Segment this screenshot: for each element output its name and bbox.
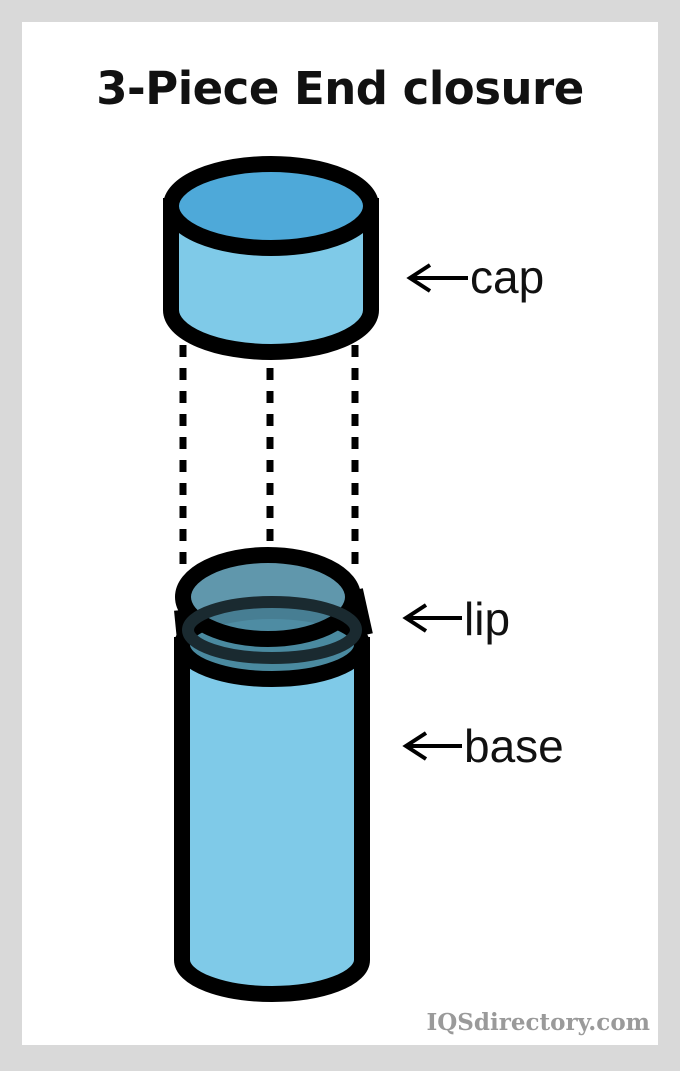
arrow-left-icon [406, 263, 468, 293]
base-shape [174, 603, 370, 1002]
diagram-title: 3-Piece End closure [96, 62, 584, 115]
cap-shape [163, 156, 379, 360]
watermark: IQSdirectory.com [427, 1009, 650, 1036]
base-label: base [464, 720, 564, 772]
lip-shape [174, 547, 373, 664]
arrow-left-icon [402, 731, 462, 761]
cap-label: cap [470, 251, 544, 303]
guide-lines [179, 345, 359, 575]
label-lip: lip [402, 593, 510, 645]
arrow-left-icon [402, 603, 462, 633]
lip-label: lip [464, 593, 510, 645]
label-base: base [402, 720, 564, 772]
label-cap: cap [406, 251, 544, 303]
